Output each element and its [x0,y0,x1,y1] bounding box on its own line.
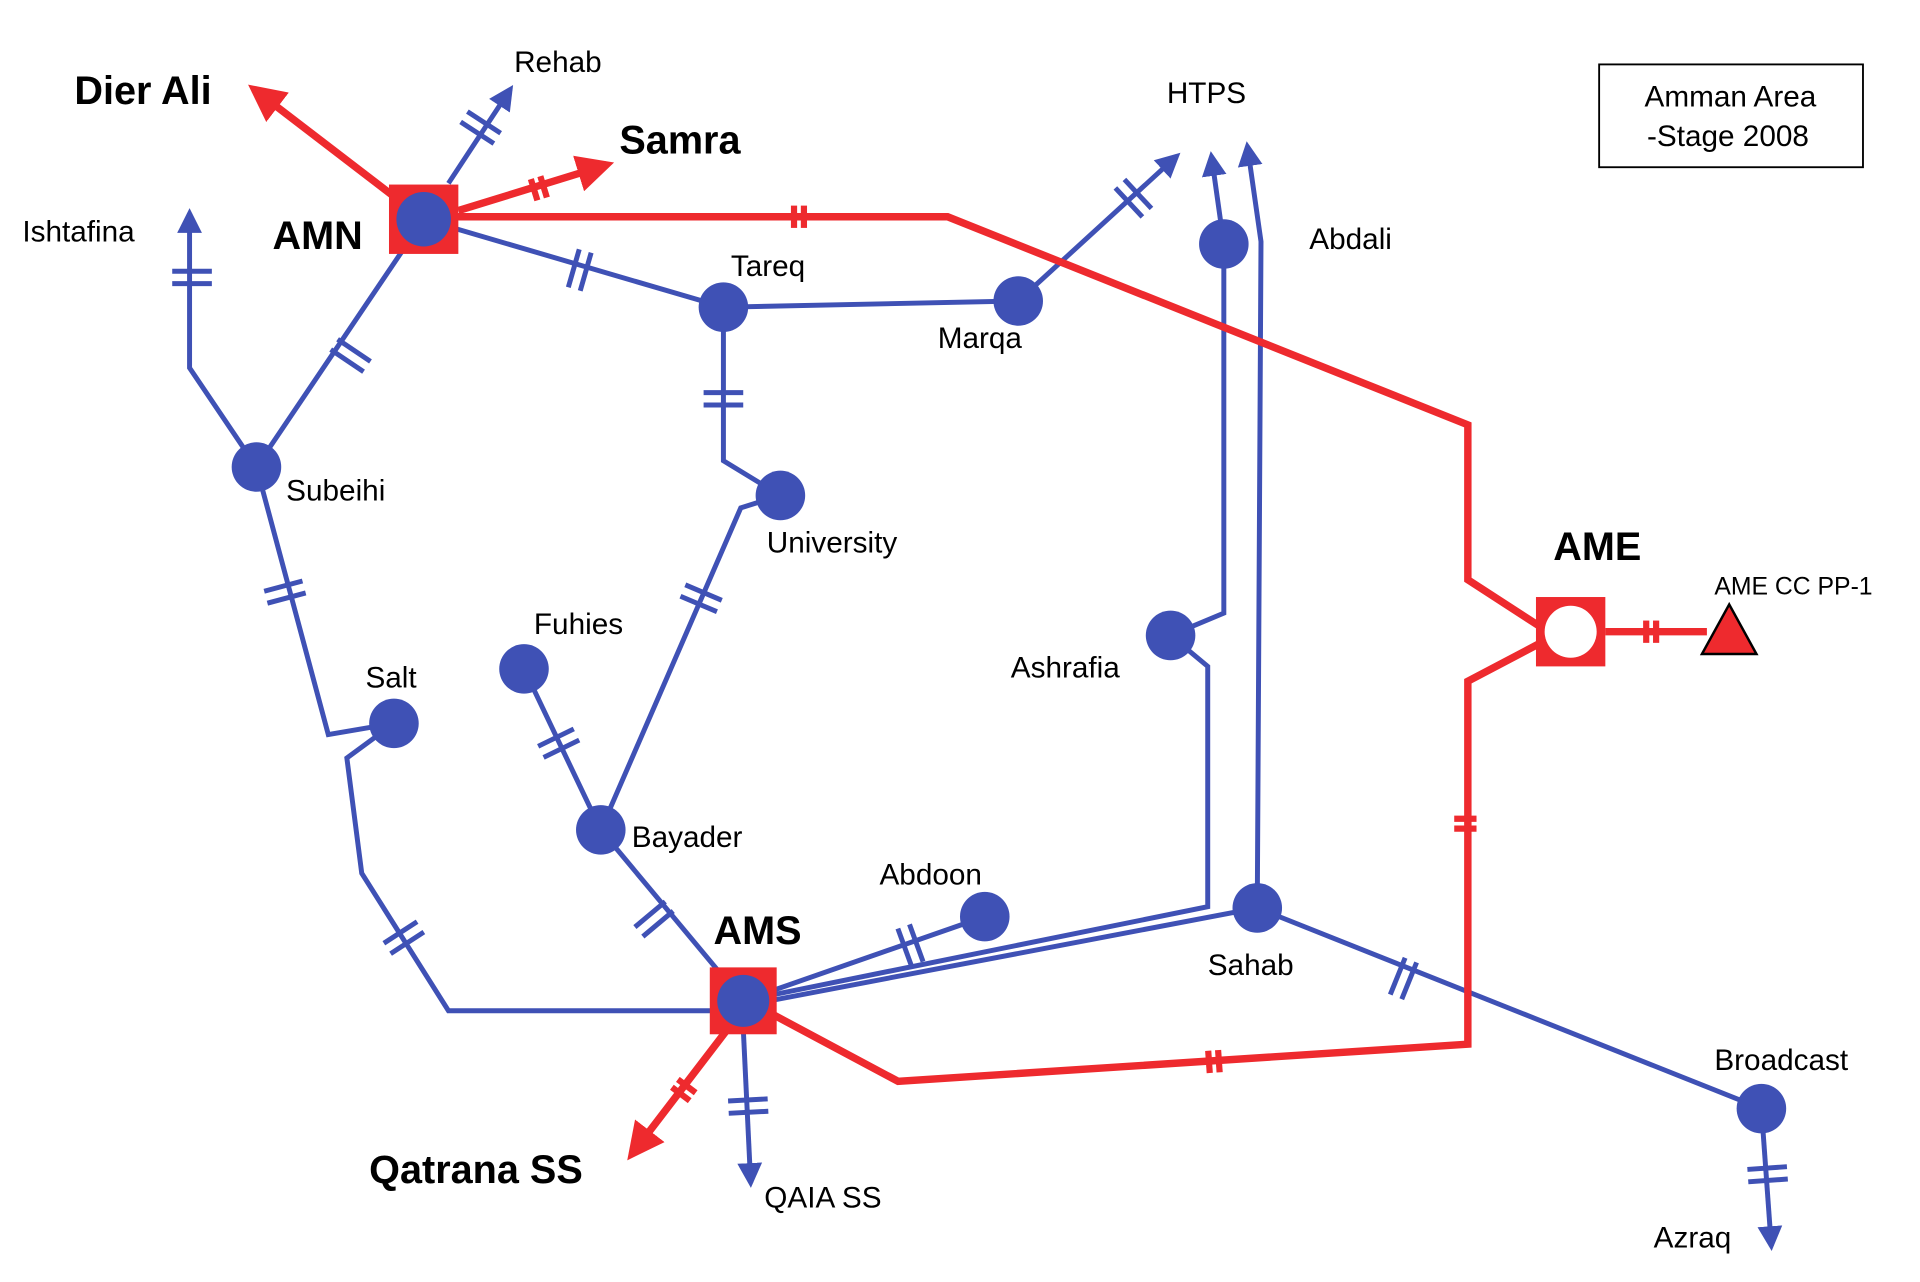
label-abdali: Abdali [1309,223,1392,256]
label-amn: AMN [273,214,363,258]
label-subeihi: Subeihi [286,474,385,507]
label-marqa: Marqa [938,322,1023,355]
circuit-marker-tick [329,347,365,374]
circuit-marker-tick [389,929,426,956]
power-plant-triangle-icon[interactable] [1699,601,1759,656]
substation-nodes [231,219,1787,1134]
circuit-marker-tick [633,899,667,929]
line-sahab-broadcast [1256,905,1763,1111]
line-sahab-htps [1237,141,1264,908]
major-substation-ame[interactable] [1535,597,1606,667]
label-salt: Salt [365,661,417,694]
label-qatrana: Qatrana SS [369,1148,583,1192]
major-substation-amn[interactable] [388,184,459,254]
label-university: University [767,526,898,559]
node-bayader[interactable] [576,805,626,855]
node-subeihi[interactable] [231,442,282,492]
label-power-plant: AME CC PP-1 [1714,574,1872,601]
line-ashrafia-abdali [1169,244,1227,638]
circuit-marker-tick [684,582,723,603]
circuit-marker-tick [542,737,581,760]
circuit-marker-tick [263,578,304,594]
circuit-marker-tick [679,593,718,614]
legend-line-2: -Stage 2008 [1647,120,1809,153]
circuit-marker-tick [1113,186,1145,219]
node-abdali[interactable] [1199,219,1249,269]
circuit-marker-tick [1205,1050,1213,1074]
circuit-marker-tick [1748,1176,1788,1185]
line-tareq-university [720,307,782,498]
circuit-marker-tick [527,178,541,202]
label-azraq: Azraq [1654,1221,1732,1254]
label-dier-ali: Dier Ali [74,69,211,113]
major-substation-ams[interactable] [709,967,777,1035]
line-tareq-marqa [723,298,1019,310]
line-marqa-htps [1016,152,1181,303]
label-ashrafia: Ashrafia [1011,652,1120,685]
circuit-markers [172,109,1788,1185]
circuit-marker-tick [675,1076,698,1096]
node-university[interactable] [755,470,806,521]
label-tareq: Tareq [731,250,805,283]
label-broadcast: Broadcast [1714,1044,1849,1077]
circuit-marker-tick [537,175,550,199]
legend-box: Amman Area -Stage 2008 [1598,63,1864,169]
line-ams-sahab [742,905,1258,1009]
node-ashrafia[interactable] [1145,610,1196,661]
circuit-marker-tick [670,1084,692,1104]
circuit-marker-tick [727,1096,768,1104]
circuit-marker-tick [382,919,419,946]
label-bayader: Bayader [632,821,743,854]
label-sahab: Sahab [1208,949,1294,982]
circuit-marker-tick [466,109,502,136]
circuit-marker-tick [537,726,575,749]
label-samra: Samra [619,119,741,163]
circuit-marker-tick [1122,177,1154,211]
circuit-marker-tick [565,248,582,289]
circuit-marker-tick [266,590,307,606]
line-salt-ams [344,721,744,1014]
legend-line-1: Amman Area [1645,81,1817,114]
node-salt[interactable] [369,698,419,749]
label-qaia: QAIA SS [764,1182,881,1215]
circuit-marker-tick [1387,956,1408,996]
label-abdoon: Abdoon [879,858,981,891]
circuit-marker-tick [336,337,372,364]
circuit-marker-tick [1214,1049,1223,1073]
circuit-marker-tick [1399,961,1419,1001]
labels: Dier Ali Samra AMN AMS AME Qatrana SS Re… [22,46,1872,1254]
node-sahab[interactable] [1232,883,1283,933]
circuit-marker-tick [577,251,594,292]
line-university-bayader [598,493,782,831]
line-amn-ame [423,213,1541,629]
circuit-marker-tick [907,923,926,963]
label-ame: AME [1553,525,1641,569]
circuit-marker-tick [1747,1164,1788,1172]
node-marqa[interactable] [993,276,1043,326]
circuit-marker-tick [895,927,914,967]
node-fuhies[interactable] [499,644,549,694]
label-fuhies: Fuhies [534,608,623,641]
circuit-marker-tick [459,119,496,146]
node-tareq[interactable] [698,282,749,332]
node-abdoon[interactable] [960,891,1010,942]
label-htps: HTPS [1167,77,1246,110]
line-ams-abdoon [742,914,986,1004]
label-ams: AMS [714,909,802,953]
line-ame-ams [768,640,1541,1086]
circuit-marker-tick [641,909,675,939]
line-subeihi-ishtafina [177,208,259,469]
line-ams-qaia [737,1027,763,1188]
red-lines [248,84,1707,1161]
label-ishtafina: Ishtafina [22,216,135,249]
node-broadcast[interactable] [1736,1083,1787,1134]
label-rehab: Rehab [514,46,602,79]
circuit-marker-tick [728,1108,769,1116]
line-ams-ashrafia [742,633,1211,1004]
